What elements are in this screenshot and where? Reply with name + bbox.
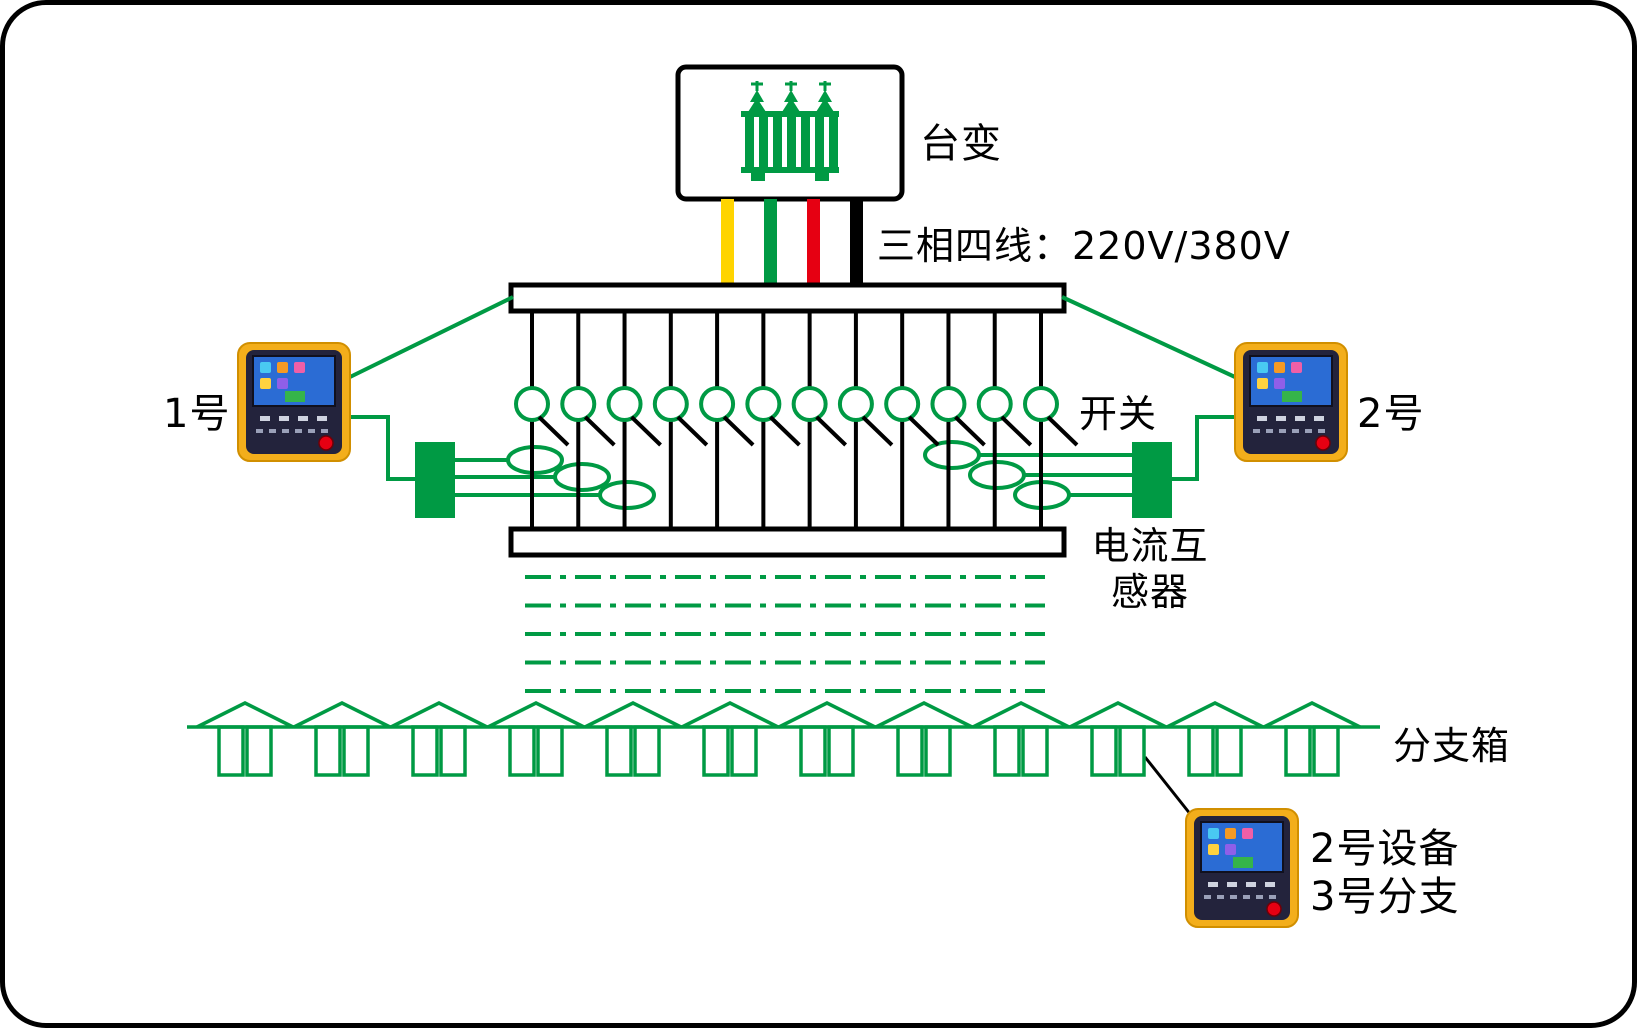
branch-box-icon xyxy=(196,701,294,777)
meter1-busbar-link xyxy=(349,295,514,379)
ct-coil-icon xyxy=(553,462,611,492)
distribution-diagram xyxy=(187,64,1380,928)
meter-app-icon xyxy=(294,362,305,373)
meter-power-button xyxy=(1315,435,1331,451)
transformer-box xyxy=(675,64,905,202)
branch-pointer-line xyxy=(1143,756,1193,816)
branch-box-label: 分支箱 xyxy=(1393,724,1511,768)
meter-app-icon xyxy=(277,378,288,389)
busbar-bottom xyxy=(508,526,1067,558)
ct-coil-icon xyxy=(598,480,656,510)
branch-box-icon xyxy=(293,701,391,777)
branch-box-icon xyxy=(1069,701,1167,777)
branch-box-icon xyxy=(487,701,585,777)
ct-block-left xyxy=(415,442,455,518)
branch-box-icon xyxy=(972,701,1070,777)
switch-icon xyxy=(514,311,570,529)
ct-label-line1: 电流互 xyxy=(1091,524,1209,568)
meter-app-icon xyxy=(1208,828,1219,839)
switch-icon xyxy=(1023,311,1079,529)
switch-icon xyxy=(976,311,1033,529)
switch-icon xyxy=(884,311,940,529)
meter-device-1 xyxy=(237,342,351,462)
meter-app-icon xyxy=(260,378,271,389)
branch-box-icon xyxy=(1166,701,1264,777)
meter-app-icon xyxy=(1242,828,1253,839)
branch-box-icon xyxy=(584,701,682,777)
switch-icon xyxy=(560,311,616,529)
meter-app-icon xyxy=(260,362,271,373)
meter2-busbar-link xyxy=(1061,295,1236,379)
switch-label: 开关 xyxy=(1079,392,1158,436)
branch-box-icon xyxy=(390,701,488,777)
phase-wires xyxy=(721,199,863,287)
meter3-label: 2号设备 3号分支 xyxy=(1310,825,1459,921)
switch-icon xyxy=(930,311,986,529)
supply-label: 三相四线：220V/380V xyxy=(877,224,1291,268)
dashed-branch-lines xyxy=(525,575,1045,693)
ct-assembly-right xyxy=(923,415,1235,518)
meter-power-button xyxy=(1266,901,1282,917)
branch-box-icon xyxy=(875,701,973,777)
meter2-label: 2号 xyxy=(1357,391,1425,437)
meter-power-button xyxy=(318,435,334,451)
switch-icon xyxy=(606,311,662,529)
meter-app-icon xyxy=(1208,844,1219,855)
meter-app-icon xyxy=(1225,828,1236,839)
wire-red xyxy=(807,199,820,287)
busbar-top xyxy=(508,282,1067,314)
transformer-icon xyxy=(741,81,839,181)
branch-house-group xyxy=(187,701,1380,777)
meter-app-icon xyxy=(1291,362,1302,373)
transformer-label: 台变 xyxy=(920,121,1002,167)
meter-device-2 xyxy=(1234,342,1348,462)
switch-icon xyxy=(791,311,848,529)
meter-app-icon xyxy=(1225,844,1236,855)
branch-box-icon xyxy=(778,701,876,777)
feeder-switch-group xyxy=(514,311,1079,529)
meter-device-3 xyxy=(1185,808,1299,928)
wire-green xyxy=(764,199,777,287)
ct-coil-icon xyxy=(506,445,564,475)
ct-label: 电流互 感器 xyxy=(1075,523,1225,615)
ct-block-right xyxy=(1132,442,1172,518)
switch-icon xyxy=(745,311,801,529)
switch-icon xyxy=(652,311,709,529)
meter3-label-line1: 2号设备 xyxy=(1310,826,1460,872)
meter-app-icon xyxy=(1274,362,1285,373)
ct-coil-icon xyxy=(923,440,981,470)
branch-box-icon xyxy=(681,701,779,777)
wire-black xyxy=(850,199,863,287)
meter1-label: 1号 xyxy=(163,391,231,437)
switch-icon xyxy=(837,311,894,529)
meter-app-icon xyxy=(1257,362,1268,373)
ct-coil-icon xyxy=(968,460,1026,490)
ct-assembly-left xyxy=(350,415,656,518)
switch-icon xyxy=(699,311,755,529)
ct-label-line2: 感器 xyxy=(1110,570,1189,614)
wire-yellow xyxy=(721,199,734,287)
branch-box-icon xyxy=(1263,701,1361,777)
meter-app-icon xyxy=(1274,378,1285,389)
meter-app-icon xyxy=(1257,378,1268,389)
meter3-label-line2: 3号分支 xyxy=(1310,874,1460,920)
meter-app-icon xyxy=(277,362,288,373)
